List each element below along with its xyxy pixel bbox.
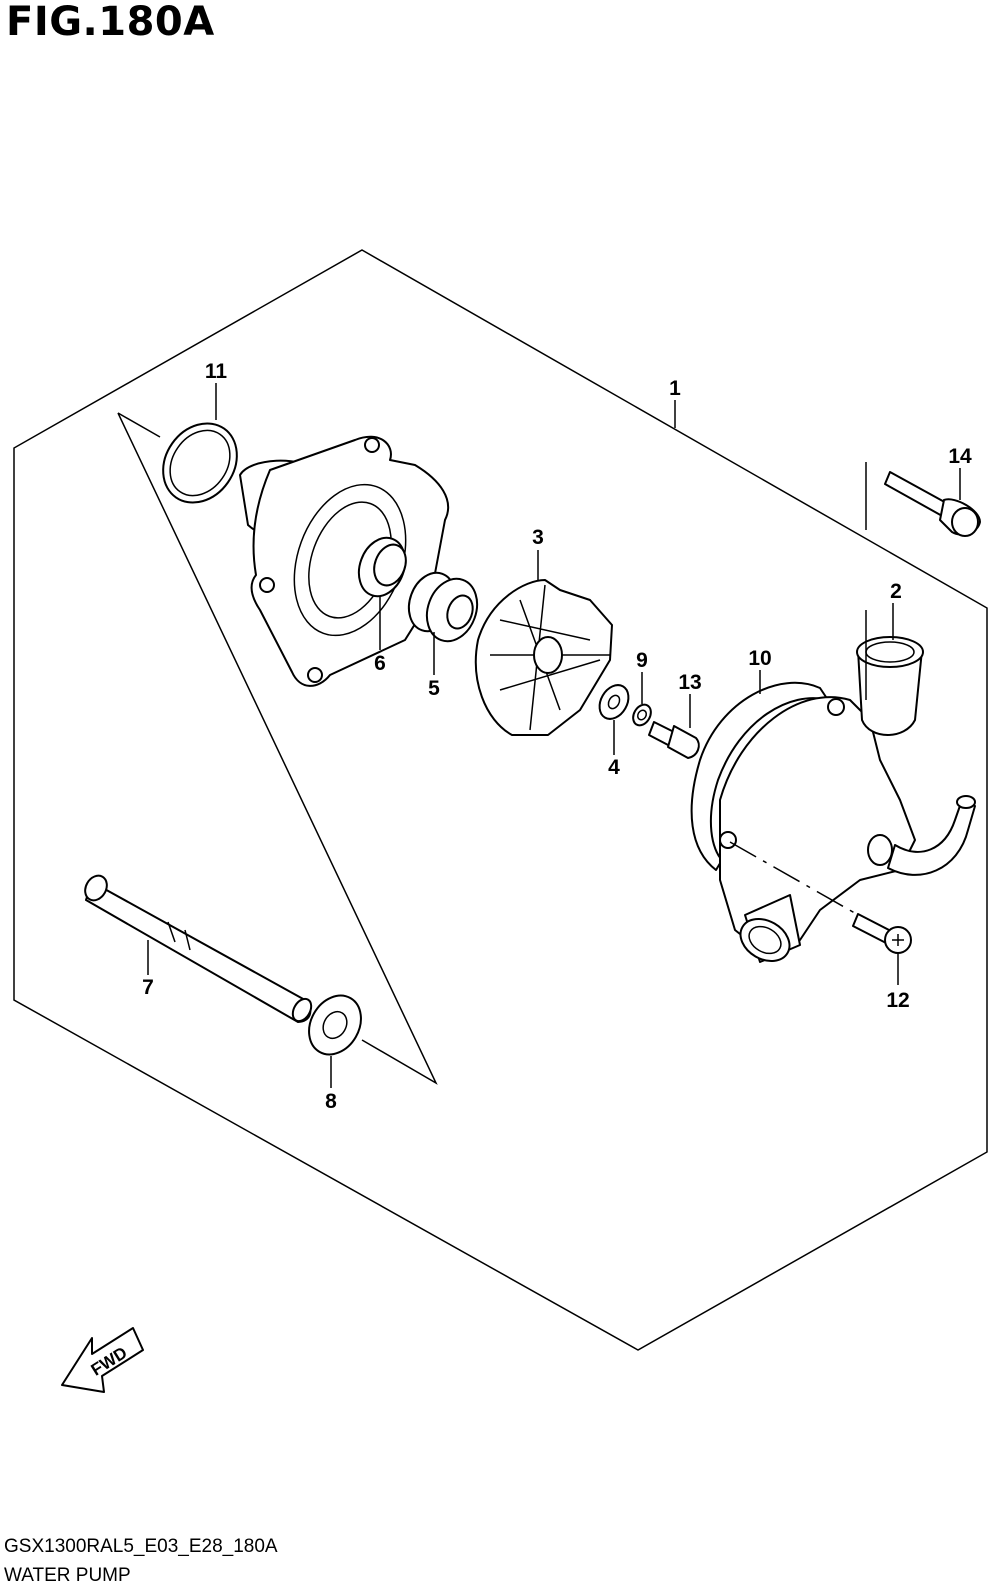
part-5-seal-ring[interactable] [401,566,485,648]
callout-2: 2 [890,580,902,603]
callout-13: 13 [678,671,701,694]
part-3-impeller[interactable] [474,579,613,736]
part-2-pump-case[interactable] [719,636,976,969]
section-name: WATER PUMP [4,1565,131,1586]
part-9-small-o-ring[interactable] [630,701,655,728]
fwd-arrow-icon: FWD [61,1327,144,1393]
callout-10: 10 [748,647,771,670]
callout-11: 11 [205,360,228,383]
part-4-washer[interactable] [594,680,635,724]
callout-7: 7 [142,976,154,999]
part-6-mechanical-seal[interactable] [351,531,413,602]
callout-1: 1 [669,377,681,400]
callout-9: 9 [636,649,648,672]
part-10-gasket[interactable] [690,681,829,871]
assembly-frame [13,249,988,1351]
part-7-pump-shaft[interactable] [81,872,315,1025]
part-11-o-ring[interactable] [148,409,252,517]
callout-12: 12 [886,989,909,1012]
part-12-bolt[interactable] [852,913,912,954]
part-1-pump-cover[interactable] [239,435,450,687]
part-8-thrust-washer[interactable] [299,986,372,1064]
callout-6: 6 [374,652,386,675]
shaft-group-frame [117,412,438,1085]
callout-3: 3 [532,526,544,549]
figure-title: FIG.180A [6,0,215,45]
callout-14: 14 [948,445,972,468]
part-13-impeller-bolt[interactable] [648,721,700,759]
callout-8: 8 [325,1090,337,1113]
part-14-bolt[interactable] [884,471,981,537]
model-code: GSX1300RAL5_E03_E28_180A [4,1536,278,1557]
callout-4: 4 [608,756,620,779]
callout-5: 5 [428,677,440,700]
